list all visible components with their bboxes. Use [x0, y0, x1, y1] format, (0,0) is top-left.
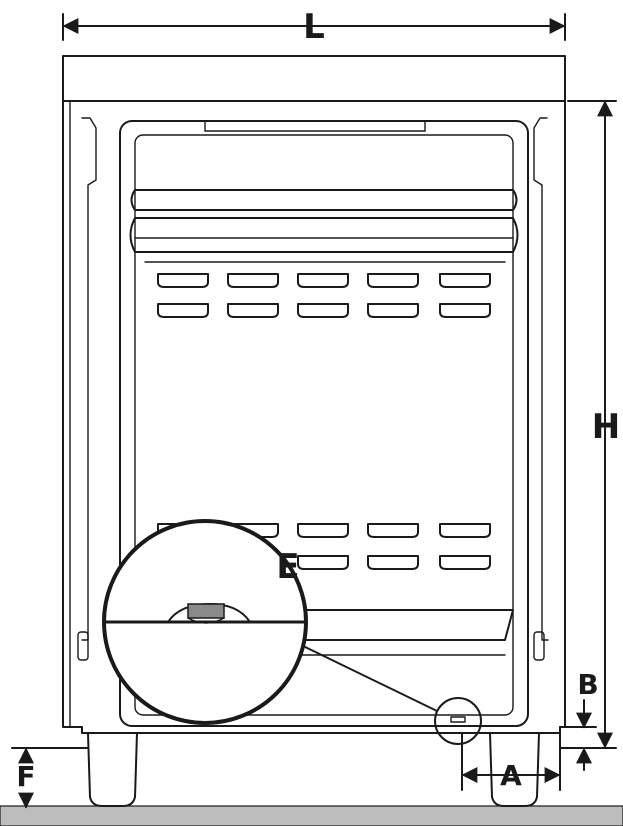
label-detail: E — [276, 547, 299, 587]
vent-slot — [367, 303, 419, 318]
label-width: L — [303, 7, 325, 47]
worktop — [62, 55, 566, 102]
dimension-floor-gap — [11, 747, 89, 809]
vent-slot — [297, 523, 349, 538]
vent-slot — [227, 273, 279, 288]
side-hinges — [77, 631, 545, 661]
label-floor-gap: F — [16, 760, 35, 793]
vent-slot — [157, 303, 209, 318]
vent-slot — [439, 273, 491, 288]
vent-slot — [297, 555, 349, 570]
detail-marker — [300, 644, 482, 745]
vent-slot — [227, 303, 279, 318]
vent-slot — [367, 555, 419, 570]
dimension-bottom-gap — [559, 699, 597, 771]
vent-slot — [439, 555, 491, 570]
vent-slots-upper — [157, 273, 491, 318]
vent-slot — [157, 273, 209, 288]
label-height: H — [592, 407, 620, 447]
upper-rail — [129, 189, 519, 263]
label-foot-offset: A — [500, 759, 522, 792]
vent-slot — [439, 523, 491, 538]
detail-magnifier — [102, 519, 308, 725]
vent-slot — [439, 303, 491, 318]
feet — [87, 732, 540, 807]
vent-slot — [297, 273, 349, 288]
vent-slot — [297, 303, 349, 318]
vent-slot — [367, 273, 419, 288]
label-bottom-gap: B — [577, 668, 598, 701]
dimension-width — [62, 13, 566, 41]
vent-slot — [367, 523, 419, 538]
floor — [0, 805, 623, 826]
dimension-foot-offset — [461, 732, 561, 791]
inner-tub — [119, 120, 529, 727]
